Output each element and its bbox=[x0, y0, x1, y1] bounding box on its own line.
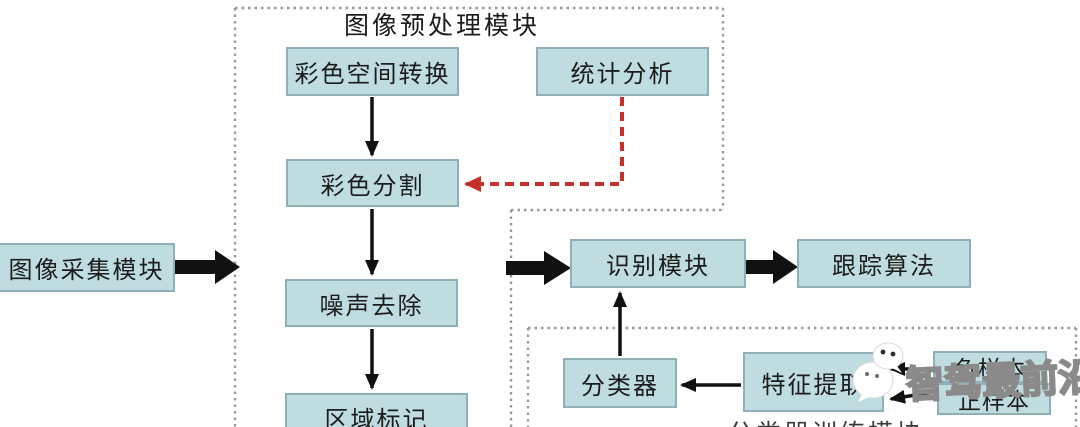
node-label: 彩色空间转换 bbox=[294, 62, 451, 88]
node-color-space-conversion: 彩色空间转换 bbox=[286, 47, 459, 96]
thick-arrow-preprocess-to-recognition bbox=[506, 251, 571, 285]
training-module-title: 分类器训练模块 bbox=[728, 414, 924, 427]
node-label: 分类器 bbox=[581, 373, 659, 400]
node-label: 图像采集模块 bbox=[8, 258, 165, 284]
thick-arrow-capture-to-preprocess bbox=[174, 250, 240, 284]
arrow-stats-to-colorseg-red-dashed bbox=[464, 97, 624, 192]
node-label: 正样本 bbox=[958, 389, 1030, 414]
node-label: 噪声去除 bbox=[319, 293, 424, 320]
node-label: 特征提取 bbox=[761, 372, 866, 399]
arrow-possample-to-feature bbox=[889, 389, 935, 404]
node-region-labeling: 区域标记 bbox=[285, 393, 468, 427]
node-recognition-module: 识别模块 bbox=[570, 239, 746, 288]
node-classifier: 分类器 bbox=[563, 358, 677, 408]
node-positive-samples: 正样本 bbox=[937, 383, 1051, 415]
node-negative-samples: 负样本 bbox=[933, 351, 1047, 383]
node-color-segmentation: 彩色分割 bbox=[286, 159, 459, 207]
node-feature-extraction: 特征提取 bbox=[743, 352, 884, 412]
node-noise-removal: 噪声去除 bbox=[285, 279, 458, 327]
thick-arrow-recognition-to-tracking bbox=[746, 250, 798, 284]
node-tracking-algorithm: 跟踪算法 bbox=[797, 239, 971, 288]
preprocess-module-title: 图像预处理模块 bbox=[344, 13, 541, 40]
node-label: 识别模块 bbox=[606, 254, 710, 280]
node-label: 统计分析 bbox=[570, 62, 675, 88]
node-label: 区域标记 bbox=[324, 407, 429, 427]
node-label: 彩色分割 bbox=[320, 173, 425, 200]
node-image-capture: 图像采集模块 bbox=[0, 243, 175, 292]
node-label: 跟踪算法 bbox=[832, 254, 936, 280]
node-statistical-analysis: 统计分析 bbox=[536, 47, 709, 96]
node-label: 负样本 bbox=[954, 357, 1026, 382]
